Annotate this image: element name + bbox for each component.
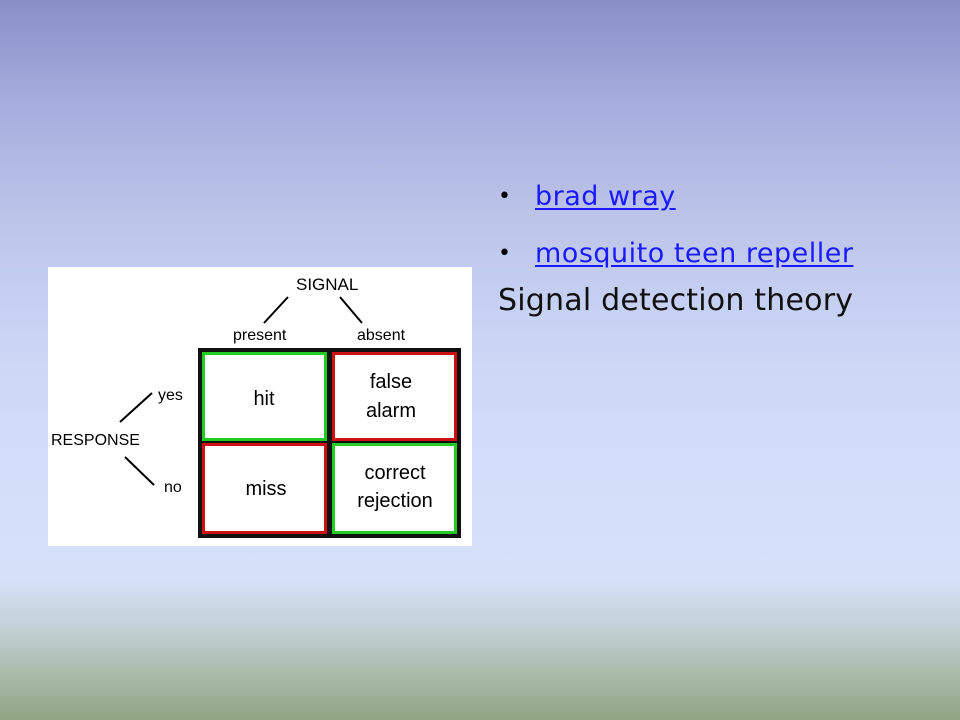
response-label: RESPONSE: [51, 432, 140, 449]
branch-no-line: [124, 456, 155, 486]
branch-absent-line: [339, 296, 363, 324]
slide-caption: Signal detection theory: [498, 283, 854, 318]
yes-label: yes: [158, 387, 183, 404]
branch-present-line: [263, 296, 289, 324]
no-label: no: [164, 479, 182, 496]
list-item: • brad wray: [498, 172, 853, 229]
cell-false-alarm-text-1: false: [370, 371, 412, 393]
cell-false-alarm-text-2: alarm: [366, 400, 416, 422]
link-brad-wray[interactable]: brad wray: [535, 181, 676, 212]
branch-yes-line: [119, 392, 153, 423]
signal-detection-matrix: SIGNAL present absent RESPONSE yes no hi…: [51, 275, 461, 538]
link-list: • brad wray • mosquito teen repeller: [498, 172, 853, 286]
cell-miss-text: miss: [245, 478, 286, 500]
absent-label: absent: [357, 327, 406, 344]
signal-label: SIGNAL: [296, 275, 358, 294]
cell-correct-rejection-text-1: correct: [364, 462, 426, 484]
cell-false-alarm: [335, 355, 454, 438]
cell-miss: [205, 446, 324, 531]
cell-correct-rejection: [335, 446, 454, 531]
bullet-dot-icon: •: [498, 184, 511, 209]
cell-hit-text: hit: [253, 388, 275, 410]
present-label: present: [233, 327, 287, 344]
link-mosquito-teen-repeller[interactable]: mosquito teen repeller: [535, 238, 854, 269]
signal-detection-diagram: SIGNAL present absent RESPONSE yes no hi…: [48, 267, 472, 546]
bullet-dot-icon: •: [498, 241, 511, 266]
cell-correct-rejection-text-2: rejection: [357, 490, 433, 512]
cell-hit: [205, 355, 324, 438]
list-item: • mosquito teen repeller: [498, 229, 853, 286]
